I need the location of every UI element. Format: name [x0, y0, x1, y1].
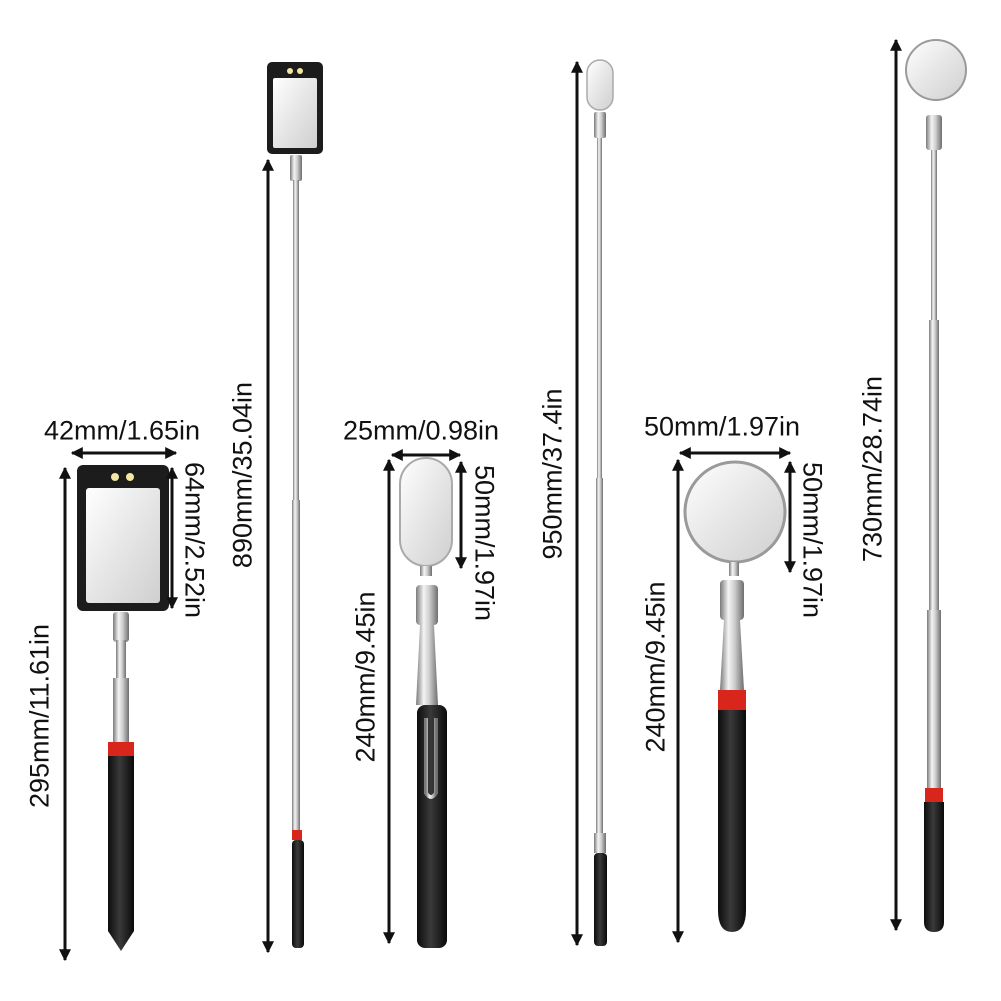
rubber-handle — [292, 840, 304, 948]
length-label: 240mm/9.45in — [640, 581, 671, 753]
mirror-glass — [905, 39, 967, 101]
mirror-glass — [86, 488, 160, 603]
red-ring — [292, 830, 302, 840]
red-ring — [108, 742, 134, 756]
swivel-joint — [926, 115, 942, 150]
height-label: 50mm/1.97in — [469, 464, 500, 622]
length-label: 730mm/28.74in — [857, 375, 888, 563]
led-light-icon — [111, 473, 119, 481]
telescoping-rod — [596, 478, 603, 833]
mirror-glass — [586, 59, 614, 111]
tool-1-led-rect-short — [77, 465, 169, 951]
swivel-joint — [290, 155, 302, 181]
mirror-glass — [273, 78, 317, 148]
rubber-handle — [594, 853, 607, 946]
led-light-icon — [297, 68, 303, 74]
telescoping-rod — [113, 678, 129, 743]
length-label: 240mm/9.45in — [350, 591, 381, 763]
red-ring — [925, 788, 943, 802]
handle-collar — [594, 833, 606, 853]
mirror-glass — [683, 460, 787, 564]
telescoping-rod — [720, 620, 744, 690]
tool-3-oval-short — [399, 457, 453, 948]
swivel-joint — [416, 585, 438, 625]
tool-2-led-rect-long — [267, 62, 323, 948]
length-label: 890mm/35.04in — [227, 381, 258, 569]
tool-4-oval-long — [586, 59, 614, 946]
swivel-joint — [720, 580, 744, 620]
rubber-handle — [718, 710, 746, 932]
telescoping-rod — [292, 500, 300, 830]
telescoping-rod — [293, 180, 299, 500]
rubber-handle — [417, 705, 447, 948]
telescoping-rod — [929, 320, 939, 610]
tool-6-round-long — [905, 39, 967, 932]
telescoping-rod — [927, 610, 941, 790]
width-label: 25mm/0.98in — [342, 415, 500, 446]
rubber-handle — [924, 802, 944, 932]
telescoping-rod — [931, 150, 937, 320]
length-label: 295mm/11.61in — [24, 623, 55, 809]
length-label: 950mm/37.4in — [537, 388, 568, 560]
telescoping-rod — [597, 138, 602, 478]
telescoping-rod — [416, 625, 438, 705]
height-label: 64mm/2.52in — [179, 461, 210, 619]
swivel-joint — [729, 562, 739, 576]
telescoping-rod — [116, 640, 126, 680]
swivel-joint — [420, 566, 432, 576]
rubber-handle — [108, 756, 134, 951]
width-label: 50mm/1.97in — [643, 411, 801, 442]
led-light-icon — [287, 68, 293, 74]
mirror-glass — [399, 457, 453, 567]
swivel-joint — [113, 612, 129, 642]
red-ring — [718, 690, 746, 710]
swivel-joint — [594, 112, 606, 138]
height-label: 50mm/1.97in — [797, 461, 828, 619]
led-light-icon — [126, 473, 134, 481]
tool-5-round-short — [683, 460, 787, 932]
width-label: 42mm/1.65in — [43, 415, 201, 446]
dimension-arrows — [59, 38, 902, 962]
pocket-clip — [424, 718, 438, 799]
